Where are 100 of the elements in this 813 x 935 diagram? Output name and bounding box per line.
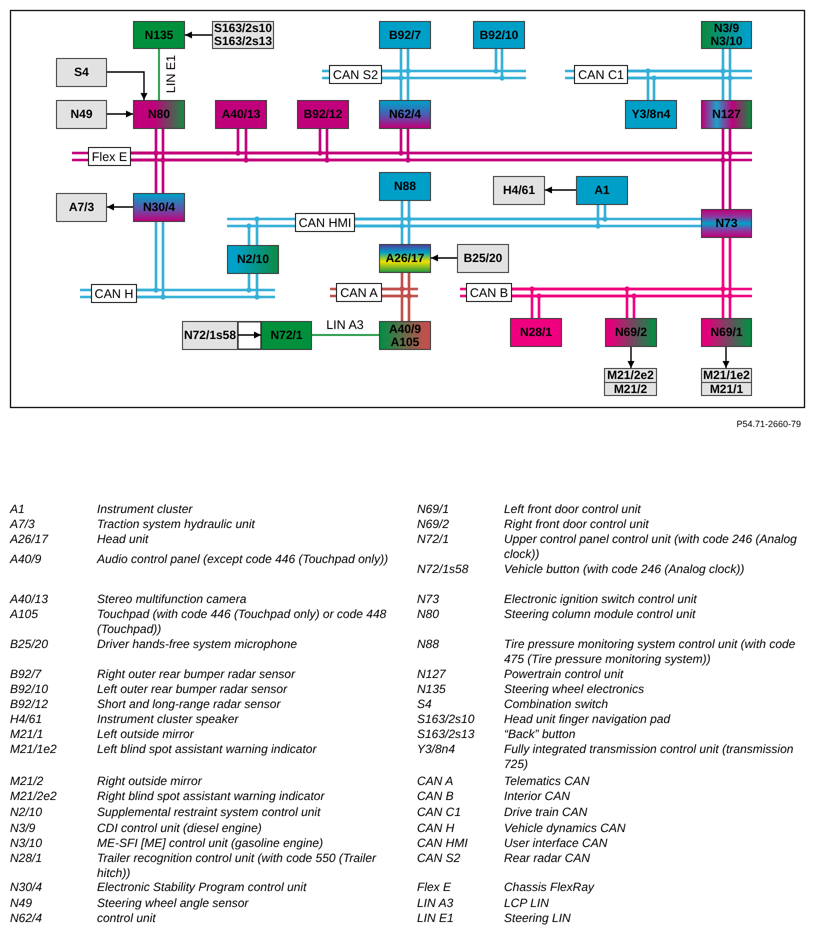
figure-reference: P54.71-2660-79	[736, 419, 801, 430]
component-label: N30/4	[142, 201, 176, 214]
designation-description: Electronic ignition switch control unit	[504, 592, 697, 606]
component-box	[493, 176, 545, 205]
designation-code: N80	[417, 606, 440, 622]
component-label: A40/13	[222, 108, 260, 121]
component-label: S163/2s10	[214, 22, 272, 35]
designation-description: Chassis FlexRay	[504, 880, 594, 894]
bus-name: CAN A	[340, 286, 378, 300]
designation-description: Right outer rear bumper radar sensor	[97, 666, 296, 682]
component-label: N3/9	[714, 22, 740, 35]
component-label: N80	[148, 108, 170, 121]
component-label: N28/1	[520, 326, 552, 339]
designation-code: B25/20	[10, 636, 48, 652]
bus-name: CAN H	[94, 286, 134, 300]
designation-description: Left outer rear bumper radar sensor	[97, 682, 288, 696]
component-box	[457, 244, 509, 273]
component-label: S163/2s13	[214, 35, 272, 48]
designation-description: control unit	[97, 910, 156, 926]
arrow	[238, 332, 261, 338]
designation-description: Interior CAN	[504, 788, 570, 804]
component-label: N72/1	[270, 329, 303, 342]
component-box	[56, 193, 107, 222]
designation-code: A40/13	[10, 592, 48, 606]
connector-line	[312, 334, 379, 336]
arrow	[628, 347, 634, 368]
designation-description: LCP LIN	[504, 896, 549, 910]
bus-name: CAN S2	[332, 68, 378, 82]
designation-code: A26/17	[10, 532, 48, 546]
component-box	[379, 172, 431, 201]
bus-label-box	[91, 284, 137, 303]
designation-description: Telematics CAN	[504, 774, 590, 788]
designation-code: N73	[417, 592, 440, 606]
designation-code: S163/2s13	[417, 726, 474, 742]
designation-description: Audio control panel (except code 446 (Touchpad only))	[97, 552, 388, 566]
designation-description: “Back” button	[504, 726, 576, 742]
designation-code: M21/2e2	[10, 788, 57, 804]
designation-code: M21/1	[10, 726, 44, 742]
designation-description: Steering wheel electronics	[504, 682, 644, 696]
component-label: M21/2e2	[606, 369, 655, 382]
component-box	[297, 100, 349, 129]
designation-code: N30/4	[10, 880, 42, 894]
designation-description: Instrument cluster speaker	[97, 712, 238, 726]
component-box	[182, 321, 238, 350]
component-label: S4	[74, 66, 89, 79]
designation-code: A40/9	[10, 552, 42, 566]
component-label: M21/2	[605, 382, 656, 396]
designation-description: Left front door control unit	[504, 502, 641, 516]
designation-description: Powertrain control unit	[504, 666, 624, 682]
designation-description: Head unit finger navigation pad	[504, 712, 670, 726]
designation-code: N72/1s58	[417, 562, 468, 576]
designation-description: Drive train CAN	[504, 804, 588, 820]
designation-code: N3/9	[10, 820, 36, 836]
designation-description: Fully integrated transmission control unit (transmission 725)	[504, 742, 794, 772]
designation-code: N3/10	[10, 836, 42, 850]
bus-name: CAN B	[470, 286, 508, 300]
designation-code: B92/10	[10, 682, 48, 696]
arrow	[107, 110, 133, 118]
arrow	[185, 32, 212, 38]
component-label: Y3/8n4	[632, 108, 670, 121]
designation-description: Trailer recognition control unit (with code 550 (Trailer hitch))	[97, 850, 378, 880]
bus-name: CAN HMI	[298, 216, 352, 230]
designation-description: Right outside mirror	[97, 774, 202, 788]
designation-description: Steering column module control unit	[504, 606, 696, 622]
designation-description: Short and long-range radar sensor	[97, 696, 280, 712]
component-label: A26/17	[386, 252, 424, 265]
edge-label: LIN E1	[164, 54, 178, 94]
component-box	[604, 368, 657, 396]
designation-description: Stereo multifunction camera	[97, 592, 246, 606]
designation-code: N28/1	[10, 850, 42, 866]
designation-code: N72/1	[417, 532, 450, 546]
designation-code: N69/1	[417, 502, 450, 516]
component-box	[576, 176, 628, 205]
component-box	[701, 21, 752, 49]
bus-name: CAN C1	[578, 68, 624, 82]
component-box	[701, 209, 752, 238]
designation-description: Left blind spot assistant warning indicator	[97, 742, 316, 756]
component-box	[701, 368, 752, 396]
designation-code: A1	[10, 502, 25, 516]
component-box	[133, 100, 185, 129]
component-box	[215, 100, 267, 129]
designation-description: Right blind spot assistant warning indicator	[97, 788, 324, 804]
arrow	[107, 204, 133, 210]
component-label: M21/1e2	[702, 369, 751, 382]
designation-code: Flex E	[417, 880, 452, 894]
component-label: A105	[390, 336, 420, 348]
bus-label-box	[295, 213, 355, 232]
component-box	[510, 318, 562, 347]
component-label: B92/12	[304, 108, 342, 121]
designation-code: N127	[417, 666, 446, 682]
designation-description: Steering wheel angle sensor	[97, 896, 248, 910]
designation-description: User interface CAN	[504, 836, 608, 850]
component-box	[227, 245, 279, 274]
component-box	[379, 21, 431, 49]
designation-code: CAN B	[417, 788, 454, 804]
component-label: B25/20	[464, 252, 502, 265]
designation-description: Instrument cluster	[97, 502, 192, 516]
designation-code: LIN E1	[417, 910, 454, 926]
designation-code: N62/4	[10, 910, 42, 926]
bus-name: Flex E	[92, 150, 128, 164]
